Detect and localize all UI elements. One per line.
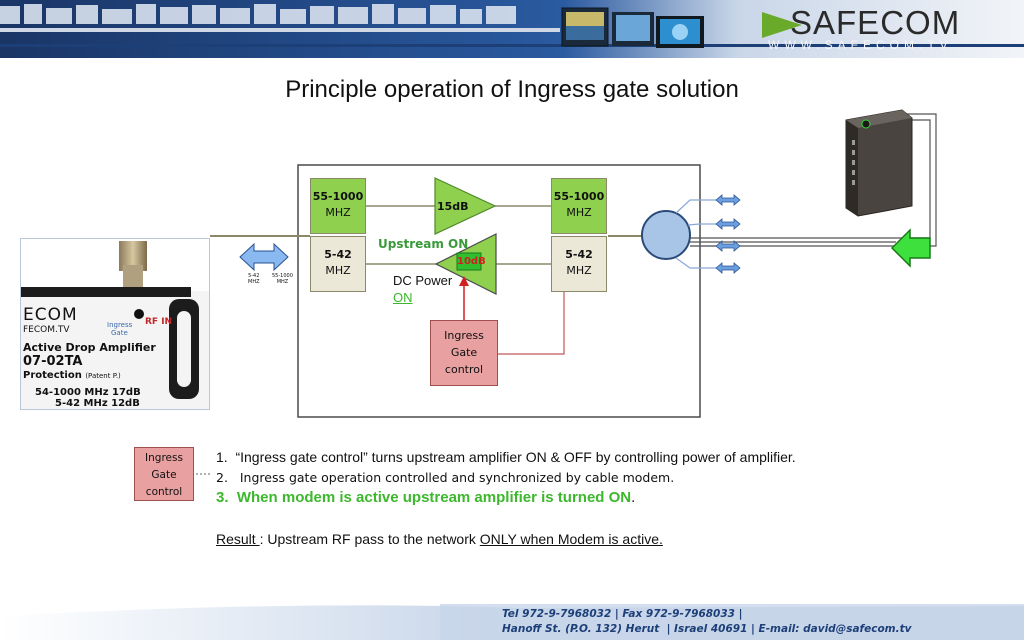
left-filter-low: 5-42 MHZ: [310, 236, 366, 292]
tap-arrows: [715, 194, 741, 274]
tv-images: [561, 7, 704, 48]
photo-spec2: 5-42 MHz 12dB: [55, 398, 140, 409]
photo-spec1: 54-1000 MHz 17dB: [35, 387, 141, 398]
right-filter-low: 5-42 MHZ: [551, 236, 607, 292]
note-3: 3. When modem is active upstream amplifi…: [216, 489, 636, 506]
photo-site: FECOM.TV: [23, 325, 70, 335]
header-graphic: [0, 0, 1024, 58]
photo-rf-in: RF IN: [145, 317, 173, 327]
brand-website: WWW.SAFECOM.TV: [768, 38, 953, 52]
ingress-gate-control-block: Ingress Gate control: [430, 320, 498, 386]
footer-line-2: Hanoff St. (P.O. 132) Herut | Israel 406…: [502, 623, 912, 635]
amplifier-body-graphic: [21, 241, 209, 409]
left-filter-high: 55-1000 MHZ: [310, 178, 366, 234]
input-double-arrow-icon: [239, 242, 289, 272]
reverse-gain-label: 10dB: [457, 256, 486, 267]
right-filter-high: 55-1000 MHZ: [551, 178, 607, 234]
footer-graphic: [0, 604, 1024, 640]
gate-arrow-icon: [459, 276, 469, 286]
dc-power-label: DC Power: [393, 273, 453, 288]
cable-modem-icon: [845, 109, 913, 217]
amplifier-photo: ECOM FECOM.TV Ingress Gate RF IN Active …: [20, 238, 210, 410]
modem-signal-arrow-icon: [890, 228, 931, 268]
splitter-icon: [641, 210, 691, 260]
footer-banner: Tel 972-9-7968032 | Fax 972-9-7968033 | …: [0, 596, 1024, 640]
footer-line-1: Tel 972-9-7968032 | Fax 972-9-7968033 |: [502, 608, 743, 620]
skyline-graphic: [0, 4, 516, 24]
photo-ingress-2: Gate: [111, 329, 128, 337]
forward-amplifier-icon: [434, 177, 497, 235]
safecom-logo-arrow-icon: [762, 12, 802, 38]
photo-protection: Protection (Patent P.): [23, 370, 121, 381]
reverse-gain-highlight: [456, 252, 482, 271]
legend-gate-block: Ingress Gate control: [134, 447, 194, 501]
header-banner: SAFECOM WWW.SAFECOM.TV: [0, 0, 1024, 58]
upstream-on-label: Upstream ON: [378, 237, 469, 251]
photo-model: 07-02TA: [23, 354, 83, 369]
photo-line1: Active Drop Amplifier: [23, 341, 156, 354]
note-2: 2. Ingress gate operation controlled and…: [216, 470, 675, 485]
photo-brand: ECOM: [23, 305, 78, 325]
dc-power-state: ON: [393, 290, 413, 305]
note-1: 1. “Ingress gate control” turns upstream…: [216, 449, 796, 465]
brand-name: SAFECOM: [790, 4, 961, 41]
page-title: Principle operation of Ingress gate solu…: [285, 76, 739, 103]
photo-ingress-1: Ingress: [107, 321, 133, 329]
forward-gain-label: 15dB: [437, 200, 469, 213]
result-line: Result : Upstream RF pass to the network…: [216, 531, 663, 547]
